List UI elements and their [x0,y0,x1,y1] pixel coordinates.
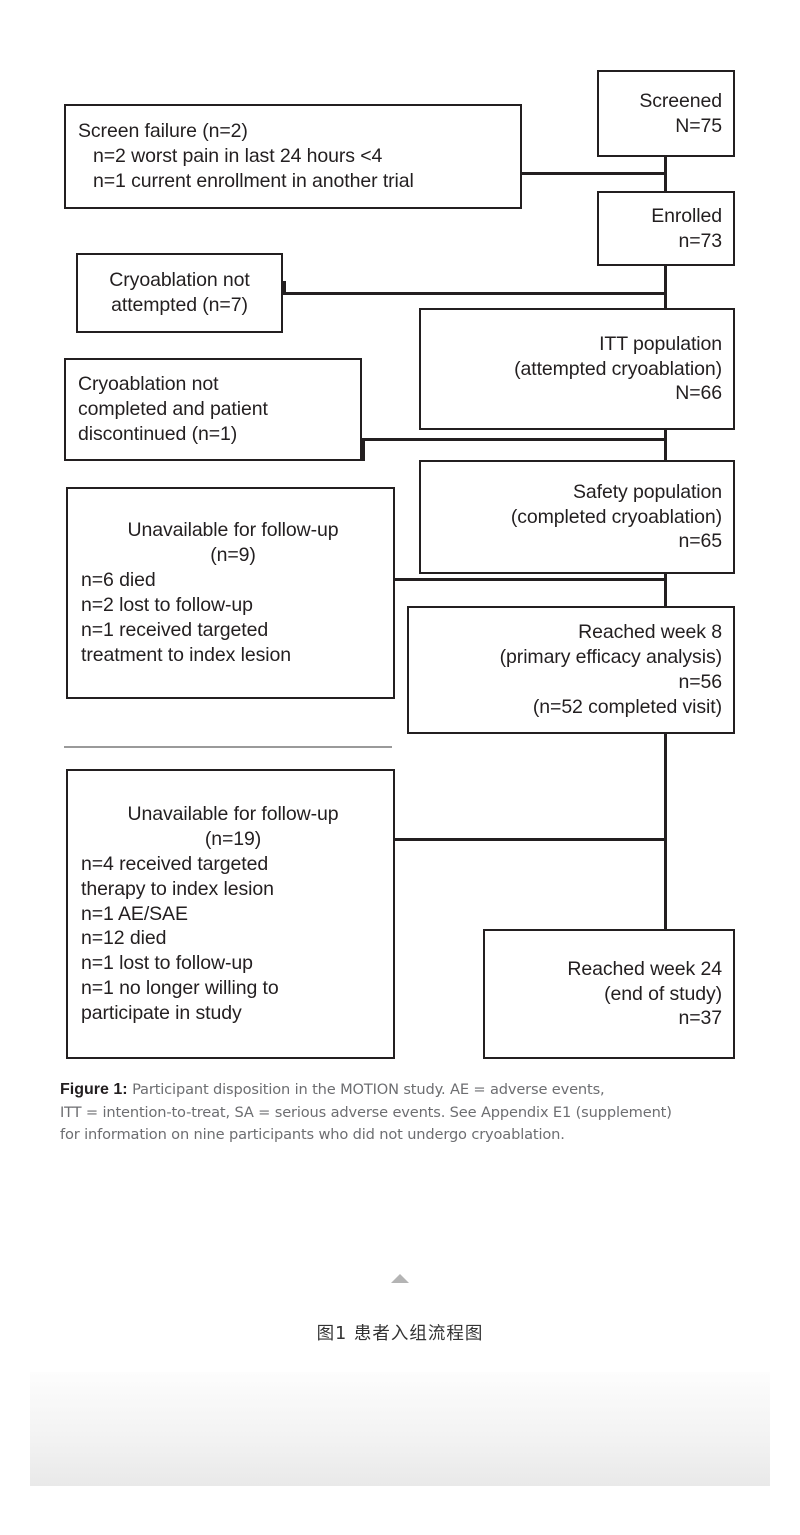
node-unavailable-week8-line3: n=6 died [81,569,156,592]
figure-caption-line2: ITT = intention-to-treat, SA = serious a… [60,1104,672,1122]
branch-line-unavailable-week8 [395,578,666,581]
node-reached-week24[interactable]: Reached week 24 (end of study) n=37 [483,929,735,1059]
node-screen-failure-line1: Screen failure (n=2) [78,120,248,143]
figure-caption-line1: Participant disposition in the MOTION st… [132,1081,605,1098]
node-enrolled-line2: n=73 [678,229,722,252]
node-unavailable-week24-line5: n=1 AE/SAE [81,902,188,925]
figure-caption: Figure 1: Participant disposition in the… [60,1078,750,1147]
collapse-triangle-icon[interactable] [391,1274,409,1283]
chinese-figure-caption: 图1 患者入组流程图 [316,1324,484,1344]
node-screen-failure-line2: n=2 worst pain in last 24 hours <4 [93,145,383,168]
node-unavailable-week24-line6: n=12 died [81,927,167,950]
node-screen-failure-line3: n=1 current enrollment in another trial [93,169,414,192]
node-itt-population-line2: (attempted cryoablation) [514,357,722,380]
node-enrolled-line1: Enrolled [651,204,722,227]
figure-caption-line3: for information on nine participants who… [60,1126,565,1144]
node-unavailable-week24-line9: participate in study [81,1002,242,1025]
node-itt-population[interactable]: ITT population (attempted cryoablation) … [419,308,735,430]
node-itt-population-line1: ITT population [599,332,722,355]
node-unavailable-week24-line1: Unavailable for follow-up [127,802,339,825]
connector-itt-to-safety [664,429,667,461]
node-unavailable-week8-line6: treatment to index lesion [81,643,291,666]
footer-gradient-band [30,1372,770,1486]
connector-safety-to-week8 [664,573,667,607]
branch-line-cryo-not-attempted [283,292,666,295]
node-safety-population-line3: n=65 [678,530,722,553]
node-safety-population[interactable]: Safety population (completed cryoablatio… [419,460,735,574]
node-reached-week8-line3: n=56 [678,671,722,693]
node-reached-week24-line1: Reached week 24 [567,957,722,980]
node-unavailable-week24-line4: therapy to index lesion [81,877,274,900]
node-reached-week24-line3: n=37 [678,1007,722,1030]
node-cryo-not-completed-line2: completed and patient [78,398,268,421]
node-unavailable-week8-line5: n=1 received targeted [81,618,269,641]
branch-line-screen-failure [393,172,666,175]
node-unavailable-week24-line2: (n=19) [204,827,262,850]
figure-caption-label: Figure 1: [60,1081,128,1098]
node-screened-line1: Screened [639,89,722,112]
node-unavailable-week8-line1: Unavailable for follow-up [127,519,339,542]
node-cryo-not-completed[interactable]: Cryoablation not completed and patient d… [64,358,362,461]
section-divider-rule [64,746,392,748]
node-enrolled[interactable]: Enrolled n=73 [597,191,735,266]
connector-enrolled-to-itt [664,265,667,309]
node-safety-population-line1: Safety population [573,480,722,503]
node-unavailable-week24-line3: n=4 received targeted [81,852,269,875]
node-cryo-not-attempted-line2: attempted (n=7) [111,294,248,316]
branch-line-cryo-not-completed [362,438,666,441]
participant-flow-diagram: Screened N=75 Enrolled n=73 ITT populati… [64,70,735,1059]
node-cryo-not-completed-line3: discontinued (n=1) [78,422,238,445]
branch-stub-cryo-not-completed [362,438,365,461]
node-reached-week8[interactable]: Reached week 8 (primary efficacy analysi… [407,606,735,734]
node-unavailable-week8-line2: (n=9) [210,544,256,567]
node-screen-failure[interactable]: Screen failure (n=2) n=2 worst pain in l… [64,104,522,209]
branch-stub-cryo-not-attempted [283,281,286,294]
node-cryo-not-attempted-line1: Cryoablation not [109,269,250,292]
node-safety-population-line2: (completed cryoablation) [510,505,722,528]
node-reached-week8-line1: Reached week 8 [578,621,722,644]
connector-week8-to-week24 [664,733,667,929]
node-unavailable-week24[interactable]: Unavailable for follow-up (n=19) n=4 rec… [66,769,395,1059]
node-unavailable-week24-line8: n=1 no longer willing to [81,977,279,1000]
node-reached-week24-line2: (end of study) [604,982,722,1005]
node-reached-week8-line4: (n=52 completed visit) [532,695,722,718]
node-cryo-not-completed-line1: Cryoablation not [78,373,219,396]
branch-line-unavailable-week24 [395,838,666,841]
node-unavailable-week24-line7: n=1 lost to follow-up [81,952,253,975]
node-itt-population-line3: N=66 [675,382,722,405]
node-reached-week8-line2: (primary efficacy analysis) [499,646,722,669]
node-screened-line2: N=75 [675,114,722,137]
node-cryo-not-attempted[interactable]: Cryoablation not attempted (n=7) [76,253,283,333]
node-screened[interactable]: Screened N=75 [597,70,735,157]
node-unavailable-week8[interactable]: Unavailable for follow-up (n=9) n=6 died… [66,487,395,699]
node-unavailable-week8-line4: n=2 lost to follow-up [81,594,253,616]
